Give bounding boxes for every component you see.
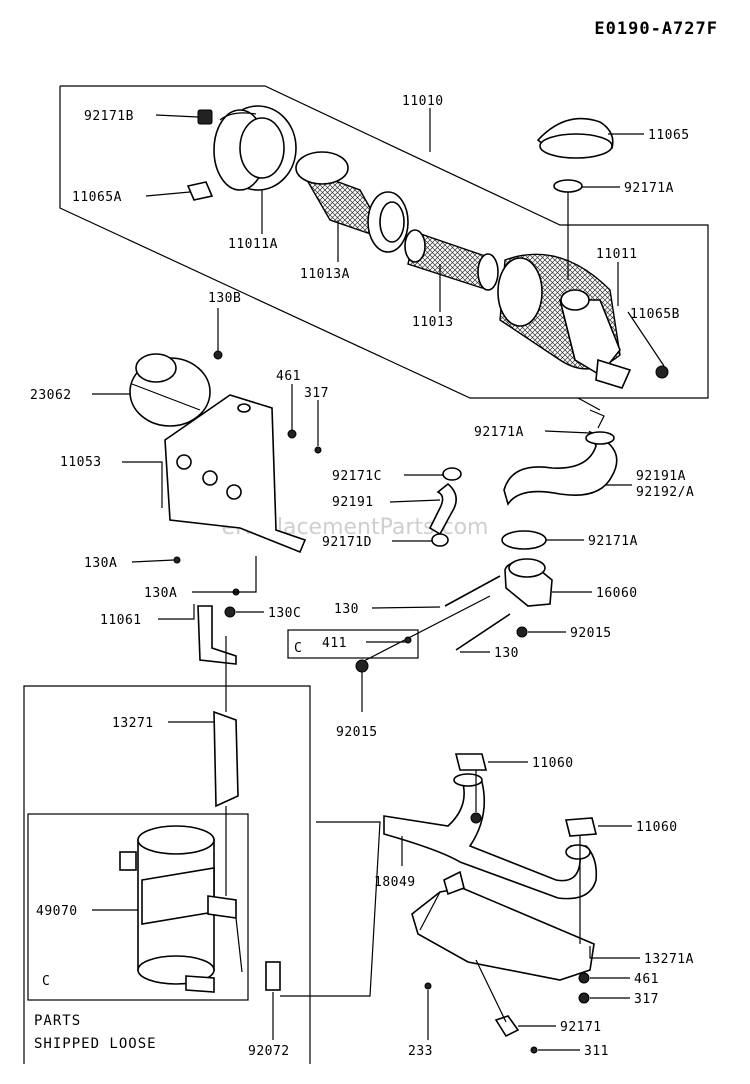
callout-92171A-top: 92171A <box>624 181 674 196</box>
callout-92015-right: 92015 <box>570 626 612 641</box>
callout-11013A: 11013A <box>300 267 350 282</box>
callout-11060-2: 11060 <box>636 820 678 835</box>
callout-461-upper: 461 <box>276 369 301 384</box>
gasket-11060-2 <box>564 817 598 837</box>
callout-461-lower: 461 <box>634 972 659 987</box>
callout-16060: 16060 <box>596 586 638 601</box>
bracket-13271A <box>411 887 595 981</box>
bolt-130B <box>213 350 223 360</box>
callout-11060-1: 11060 <box>532 756 574 771</box>
bolt-130-left <box>444 575 501 607</box>
callout-92015-low: 92015 <box>336 725 378 740</box>
bolt-130C <box>224 606 236 618</box>
parts-note-line1: PARTS <box>34 1013 81 1029</box>
gasket-11060-1 <box>454 753 488 771</box>
nut-317-upper <box>314 446 322 454</box>
marker-c-411: C <box>294 641 302 656</box>
leader-lines <box>92 108 665 1051</box>
nut-411 <box>404 636 412 644</box>
nut-18049 <box>470 812 482 824</box>
elbow-16060 <box>501 530 553 607</box>
callout-box-411 <box>287 629 419 659</box>
clamp-92171 <box>494 1015 520 1038</box>
air-cleaner-group-outline <box>59 85 709 399</box>
washer-92015-low <box>355 659 369 673</box>
callout-11010: 11010 <box>402 94 444 109</box>
callout-92171: 92171 <box>560 1020 602 1035</box>
clamp-92171C <box>442 467 462 481</box>
callout-11065: 11065 <box>648 128 690 143</box>
washer-461-lower <box>578 972 590 984</box>
callout-11011: 11011 <box>596 247 638 262</box>
callout-92171C: 92171C <box>332 469 382 484</box>
callout-92192A: 92192/A <box>636 485 694 500</box>
callout-49070: 49070 <box>36 904 78 919</box>
air-cleaner-cover-11011A <box>213 105 297 191</box>
washer-92015-right <box>516 626 528 638</box>
parts-note-line2: SHIPPED LOOSE <box>34 1036 157 1052</box>
cap-11065 <box>536 117 614 159</box>
bolt-11065A <box>186 181 214 201</box>
callout-311: 311 <box>584 1044 609 1059</box>
callout-92191A: 92191A <box>636 469 686 484</box>
clamp-92171A-top <box>553 179 583 193</box>
bolt-130-right <box>455 613 511 651</box>
callout-92171B: 92171B <box>84 109 134 124</box>
bracket-13271 <box>213 710 239 808</box>
callout-130B: 130B <box>208 291 241 306</box>
connector-lines <box>280 397 605 997</box>
bolt-311 <box>530 1046 538 1054</box>
clamp-92171A-low <box>501 530 547 550</box>
callout-233: 233 <box>408 1044 433 1059</box>
parts-shipped-loose-box <box>23 685 311 1064</box>
callout-130A-1: 130A <box>84 556 117 571</box>
callout-130-left: 130 <box>334 602 359 617</box>
callout-11053: 11053 <box>60 455 102 470</box>
bolt-130A-1 <box>173 556 181 564</box>
clamp-92171A-mid <box>585 431 615 445</box>
bolt-11065B <box>655 365 669 379</box>
callout-23062: 23062 <box>30 388 72 403</box>
callout-11065B: 11065B <box>630 307 680 322</box>
callout-11065A: 11065A <box>72 190 122 205</box>
callout-317-upper: 317 <box>304 386 329 401</box>
washer-461-upper <box>287 429 297 439</box>
callout-11013: 11013 <box>412 315 454 330</box>
nut-317-lower <box>578 992 590 1004</box>
callout-92191: 92191 <box>332 495 374 510</box>
marker-c-muffler: C <box>42 974 50 989</box>
callout-92072: 92072 <box>248 1044 290 1059</box>
clamp-92072 <box>265 961 281 991</box>
exhaust-pipe-18049 <box>383 773 598 900</box>
inner-element-11013 <box>404 229 499 291</box>
callout-11061: 11061 <box>100 613 142 628</box>
callout-11011A: 11011A <box>228 237 278 252</box>
rain-cap-23062 <box>129 353 211 427</box>
clamp-92171D <box>431 533 449 547</box>
air-cleaner-body-11011 <box>497 253 632 389</box>
muffler-49070 <box>119 825 237 993</box>
callout-labels: 92171B 11065A 11011A 11010 11013A 11013 … <box>30 94 694 1059</box>
hose-92191A <box>503 430 618 506</box>
diagram-code: E0190-A727F <box>594 19 718 39</box>
bracket-11053 <box>164 394 307 554</box>
callout-130-right: 130 <box>494 646 519 661</box>
clamp-92171B <box>197 109 213 125</box>
callout-317-lower: 317 <box>634 992 659 1007</box>
callout-13271: 13271 <box>112 716 154 731</box>
filter-element-11013A <box>295 151 409 253</box>
hose-92191 <box>428 482 457 536</box>
callout-411: 411 <box>322 636 347 651</box>
bracket-11061 <box>197 605 237 665</box>
bolt-233 <box>424 982 432 990</box>
callout-13271A: 13271A <box>644 952 694 967</box>
callout-130C: 130C <box>268 606 301 621</box>
callout-92171D: 92171D <box>322 535 372 550</box>
callout-92171A-mid: 92171A <box>474 425 524 440</box>
callout-130A-2: 130A <box>144 586 177 601</box>
callout-92171A-low: 92171A <box>588 534 638 549</box>
callout-18049: 18049 <box>374 875 416 890</box>
